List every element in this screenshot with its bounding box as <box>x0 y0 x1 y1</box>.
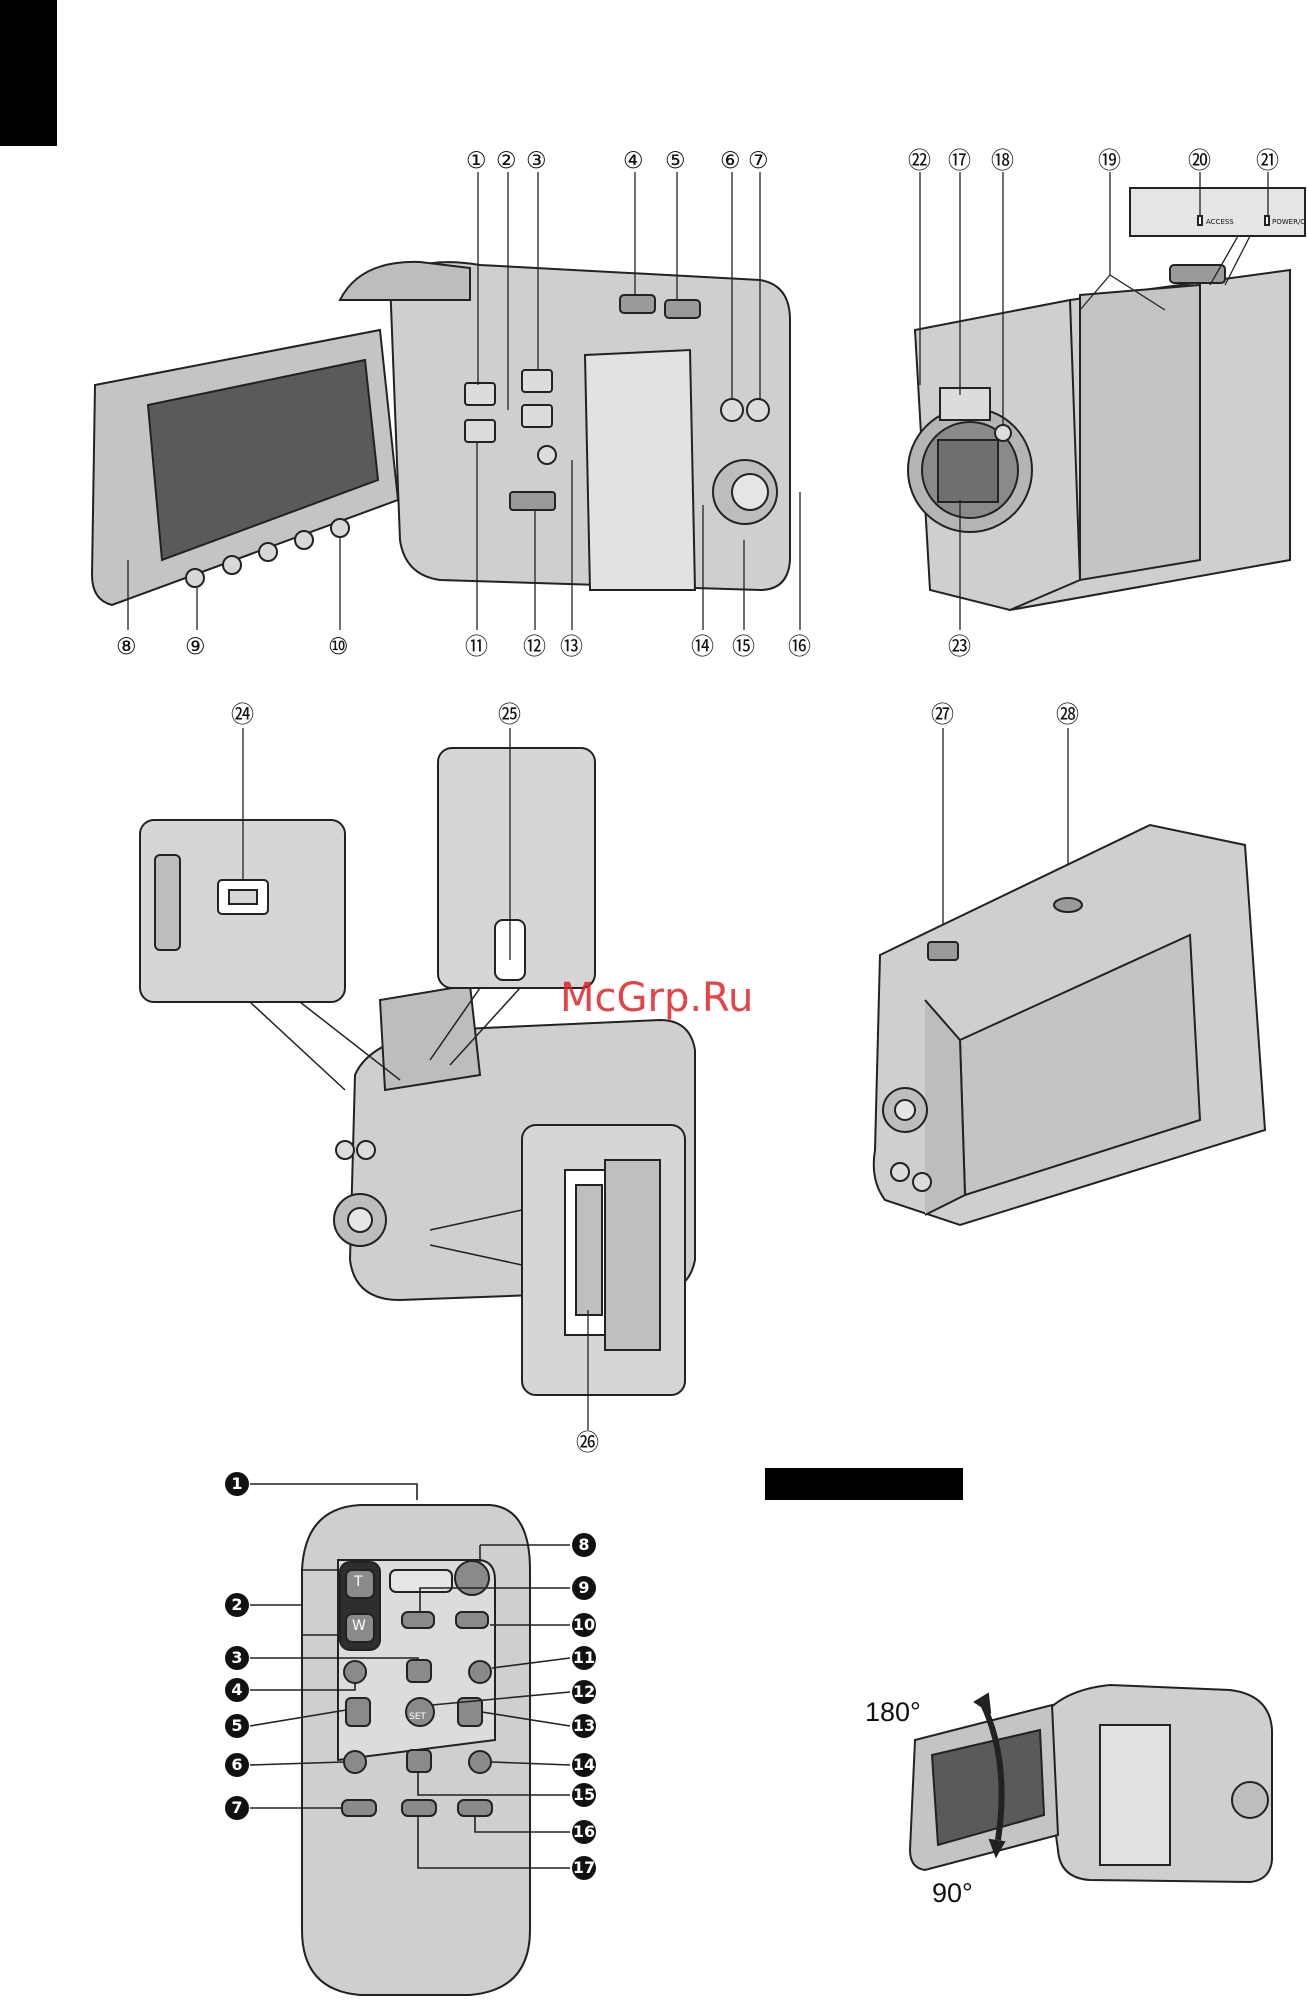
callout-23: ㉓ <box>948 636 971 659</box>
callout-28: ㉘ <box>1056 704 1079 727</box>
callout-15: ⑮ <box>732 636 755 659</box>
callout-9: ⑨ <box>185 636 206 659</box>
remote-callout-9: 9 <box>572 1576 596 1600</box>
callout-26: ㉖ <box>576 1432 599 1455</box>
callout-6: ⑥ <box>720 150 741 173</box>
callout-10: ⑩ <box>328 636 349 659</box>
callout-5: ⑤ <box>665 150 686 173</box>
remote-callout-3: 3 <box>225 1646 249 1670</box>
lcd-rotation-figure <box>910 1685 1272 1882</box>
callout-13: ⑬ <box>560 636 583 659</box>
callout-22: ㉒ <box>908 150 931 173</box>
callout-4: ④ <box>623 150 644 173</box>
remote-callout-12: 12 <box>572 1680 596 1704</box>
callout-21: ㉑ <box>1256 150 1279 173</box>
remote-callout-11: 11 <box>572 1646 596 1670</box>
remote-callout-16: 16 <box>572 1820 596 1844</box>
angle-180-label: 180° <box>865 1697 921 1728</box>
callout-20: ⑳ <box>1188 150 1211 173</box>
remote-callout-2: 2 <box>225 1593 249 1617</box>
callout-16: ⑯ <box>788 636 811 659</box>
remote-callout-5: 5 <box>225 1714 249 1738</box>
camcorder-lcd-open-figure <box>92 172 800 630</box>
remote-callout-6: 6 <box>225 1753 249 1777</box>
callout-17: ⑰ <box>948 150 971 173</box>
callout-7: ⑦ <box>748 150 769 173</box>
callout-11: ⑪ <box>465 636 488 659</box>
callout-2: ② <box>496 150 517 173</box>
callout-24: ㉔ <box>231 704 254 727</box>
callout-12: ⑫ <box>523 636 546 659</box>
watermark: McGrp.Ru <box>560 975 753 1021</box>
callout-1: ① <box>466 150 487 173</box>
camcorder-lens-figure <box>908 172 1305 630</box>
set-button-label: SET <box>409 1712 426 1722</box>
remote-callout-17: 17 <box>572 1856 596 1880</box>
tele-button-label: T <box>354 1574 363 1590</box>
callout-8: ⑧ <box>116 636 137 659</box>
callout-14: ⑭ <box>691 636 714 659</box>
callout-3: ③ <box>526 150 547 173</box>
callout-19: ⑲ <box>1098 150 1121 173</box>
remote-callout-15: 15 <box>572 1783 596 1807</box>
remote-callout-14: 14 <box>572 1753 596 1777</box>
camcorder-bottom-figure <box>874 825 1265 1225</box>
remote-callout-10: 10 <box>572 1613 596 1637</box>
remote-control-figure <box>250 1484 570 1995</box>
remote-callout-13: 13 <box>572 1714 596 1738</box>
remote-callout-1: 1 <box>225 1472 249 1496</box>
wide-button-label: W <box>352 1618 366 1634</box>
remote-callout-8: 8 <box>572 1533 596 1557</box>
callout-25: ㉕ <box>498 704 521 727</box>
remote-callout-4: 4 <box>225 1678 249 1702</box>
angle-90-label: 90° <box>932 1878 973 1909</box>
callout-27: ㉗ <box>931 704 954 727</box>
remote-callout-7: 7 <box>225 1796 249 1820</box>
callout-18: ⑱ <box>991 150 1014 173</box>
section-header-bar <box>765 1468 963 1500</box>
